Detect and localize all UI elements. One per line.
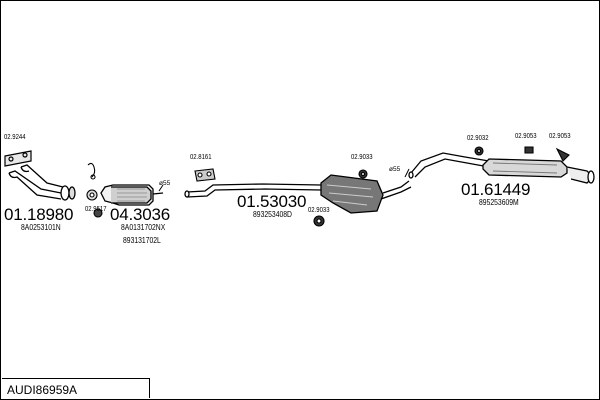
label-rear-hanger-3: 02.9053 <box>549 133 571 140</box>
box-ring-icon <box>313 215 325 227</box>
catalyst-icon <box>100 184 164 206</box>
label-mid-pipe-sub: 893253408D <box>253 210 292 219</box>
diagram-title: AUDI86959A <box>2 378 150 398</box>
label-front-pipe: 01.18980 <box>4 205 74 224</box>
box-hanger-icon <box>358 169 368 179</box>
label-rear-hanger-2: 02.9053 <box>515 133 537 140</box>
front-pipe-icon <box>8 164 76 201</box>
label-cat-clamp: 02.9517 <box>85 206 107 213</box>
label-front-pipe-sub: 8A0253101N <box>21 223 61 232</box>
label-box-ring: 02.9033 <box>308 207 330 214</box>
label-catalyst-sub-1: 8A0131702NX <box>121 223 166 232</box>
rear-hangers-icon <box>474 146 570 162</box>
cat-clamp-icon <box>86 162 103 218</box>
mid-hanger-icon <box>194 168 216 182</box>
label-dim-rear: ø55 <box>389 166 401 173</box>
label-catalyst-sub-2: 893131702L <box>123 236 161 245</box>
front-clamp-gasket-icon <box>4 150 32 167</box>
dim-marker-front-icon <box>158 184 164 192</box>
rear-pipe-icon <box>408 152 490 179</box>
label-rear-hanger-1: 02.9032 <box>467 135 489 142</box>
rear-silencer-icon <box>482 158 595 184</box>
label-rear-silencer-sub: 895253609M <box>479 198 519 207</box>
label-dim-front: ø55 <box>159 180 171 187</box>
center-silencer-icon <box>320 174 412 214</box>
dim-marker-rear-icon <box>404 168 410 178</box>
label-catalyst: 04.3036 <box>110 205 171 224</box>
label-rear-silencer: 01.61449 <box>461 180 531 199</box>
label-box-hanger: 02.9033 <box>351 154 373 161</box>
middle-pipe-icon <box>184 183 322 198</box>
label-clamp-front: 02.9244 <box>4 134 26 141</box>
label-mid-pipe: 01.53030 <box>237 192 307 211</box>
label-mid-hanger: 02.8161 <box>190 154 212 161</box>
